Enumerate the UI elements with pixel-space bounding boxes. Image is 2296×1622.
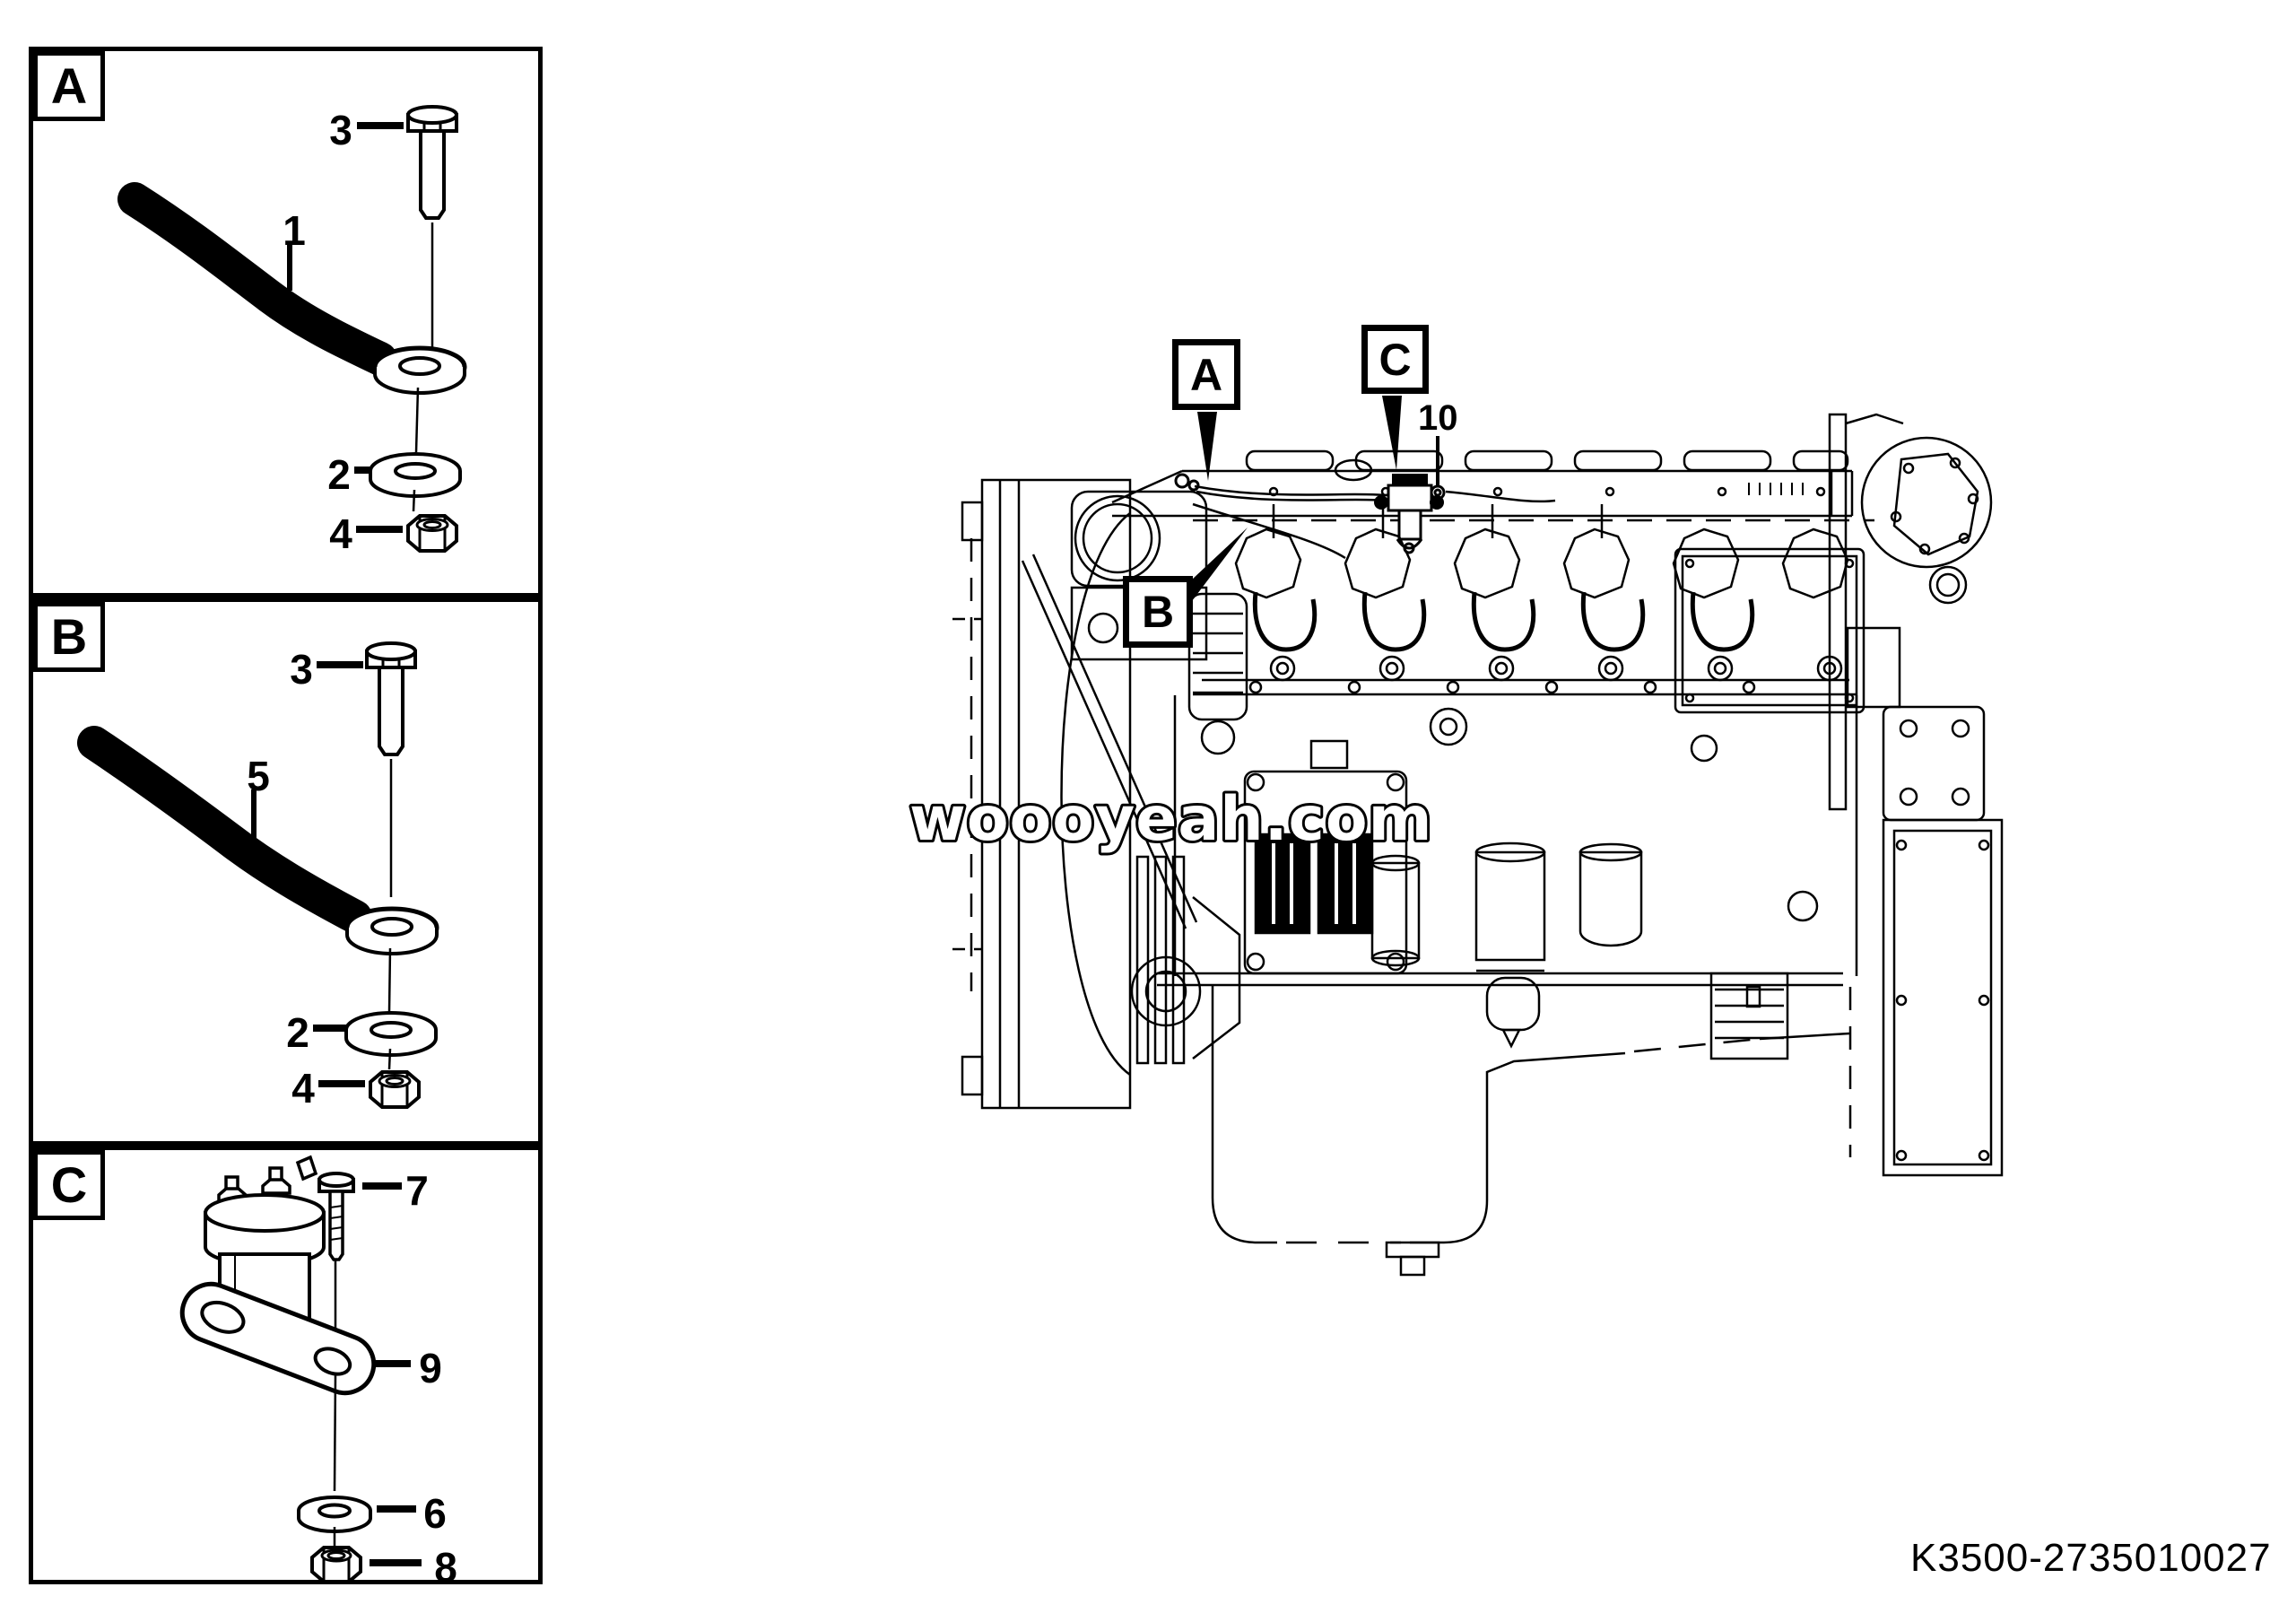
ecu-plate xyxy=(1674,547,1866,714)
callout-number: 3 xyxy=(329,107,352,153)
oil-filter xyxy=(1578,842,1643,947)
pointer-b xyxy=(1192,528,1248,601)
axis-line xyxy=(414,387,420,453)
callout-number: 4 xyxy=(329,510,352,557)
detail-panel-a: A xyxy=(29,47,543,597)
exhaust-manifold-row xyxy=(1234,504,1849,682)
callout-number: 5 xyxy=(247,753,270,799)
callout-number: 8 xyxy=(434,1544,457,1591)
nut-drawing xyxy=(310,1546,362,1580)
panel-b-letter: B xyxy=(50,608,88,665)
location-letter: C xyxy=(1378,334,1412,385)
location-label-b: B xyxy=(1123,576,1193,648)
axis-line xyxy=(412,489,416,512)
callout-number: 2 xyxy=(286,1009,309,1056)
engine-line-art xyxy=(952,396,2004,1277)
location-letter: A xyxy=(1189,349,1223,400)
location-label-c: C xyxy=(1361,325,1429,394)
panel-a-drawing xyxy=(117,105,467,553)
oil-pan xyxy=(1157,972,1852,1277)
panel-c-letter: C xyxy=(50,1156,88,1213)
callout-number: 7 xyxy=(405,1167,429,1214)
injection-pump xyxy=(1243,739,1408,975)
panel-b-drawing xyxy=(77,641,439,1109)
washer-drawing xyxy=(297,1496,372,1533)
bolt-drawing xyxy=(406,105,458,220)
strap-drawing xyxy=(77,726,372,934)
misc-components xyxy=(1429,707,1819,1060)
part-number: K3500-2735010027 xyxy=(1910,1536,2272,1580)
sensor-c-target xyxy=(1374,474,1444,554)
callout-number: 6 xyxy=(423,1490,447,1537)
alternator xyxy=(1187,592,1248,755)
panel-b-label-box: B xyxy=(33,602,105,672)
fuel-filter xyxy=(1474,842,1546,1049)
panel-a-letter: A xyxy=(50,57,88,114)
bolt-a-target xyxy=(1174,473,1200,492)
valve-cover xyxy=(1111,449,1854,518)
nut-drawing xyxy=(406,514,458,553)
axis-line xyxy=(387,947,392,1013)
detail-panel-b: B xyxy=(29,597,543,1146)
wiring-harness xyxy=(1192,484,1556,560)
nut-drawing xyxy=(369,1070,421,1109)
callout-number: 3 xyxy=(290,646,313,693)
bolt-drawing xyxy=(365,641,417,756)
front-pulleys xyxy=(1130,855,1241,1065)
washer-drawing xyxy=(344,1011,438,1057)
washer-drawing xyxy=(369,452,462,498)
location-pointers xyxy=(1192,396,1402,601)
panel-c-drawing xyxy=(179,1155,422,1580)
axis-line xyxy=(387,1048,392,1070)
location-letter: B xyxy=(1141,587,1175,637)
mid-canister xyxy=(1370,854,1421,967)
watermark-container: woooyeah.com xyxy=(907,781,1434,858)
bolt-drawing xyxy=(317,1172,355,1261)
pointer-a xyxy=(1197,412,1217,481)
callout-number: 9 xyxy=(419,1345,442,1391)
pointer-c xyxy=(1382,396,1402,470)
callout-number: 4 xyxy=(291,1065,315,1112)
head-block-rails xyxy=(1173,678,1858,976)
strap-drawing xyxy=(117,182,397,376)
callout-number: 1 xyxy=(283,207,306,254)
flywheel-housing xyxy=(952,478,1198,1110)
location-label-a: A xyxy=(1172,339,1240,410)
detail-panel-c: C xyxy=(29,1146,543,1588)
callout-number-10: 10 xyxy=(1418,398,1458,438)
ring-terminal-drawing xyxy=(372,345,467,395)
ring-terminal-drawing xyxy=(344,906,439,955)
right-side-assembly xyxy=(1828,413,2004,1177)
panel-c-label-box: C xyxy=(33,1150,105,1220)
callout-number: 2 xyxy=(327,451,351,498)
watermark-text: woooyeah.com xyxy=(909,784,1432,855)
panel-a-label-box: A xyxy=(33,51,105,121)
flange-drawing xyxy=(179,1281,377,1396)
